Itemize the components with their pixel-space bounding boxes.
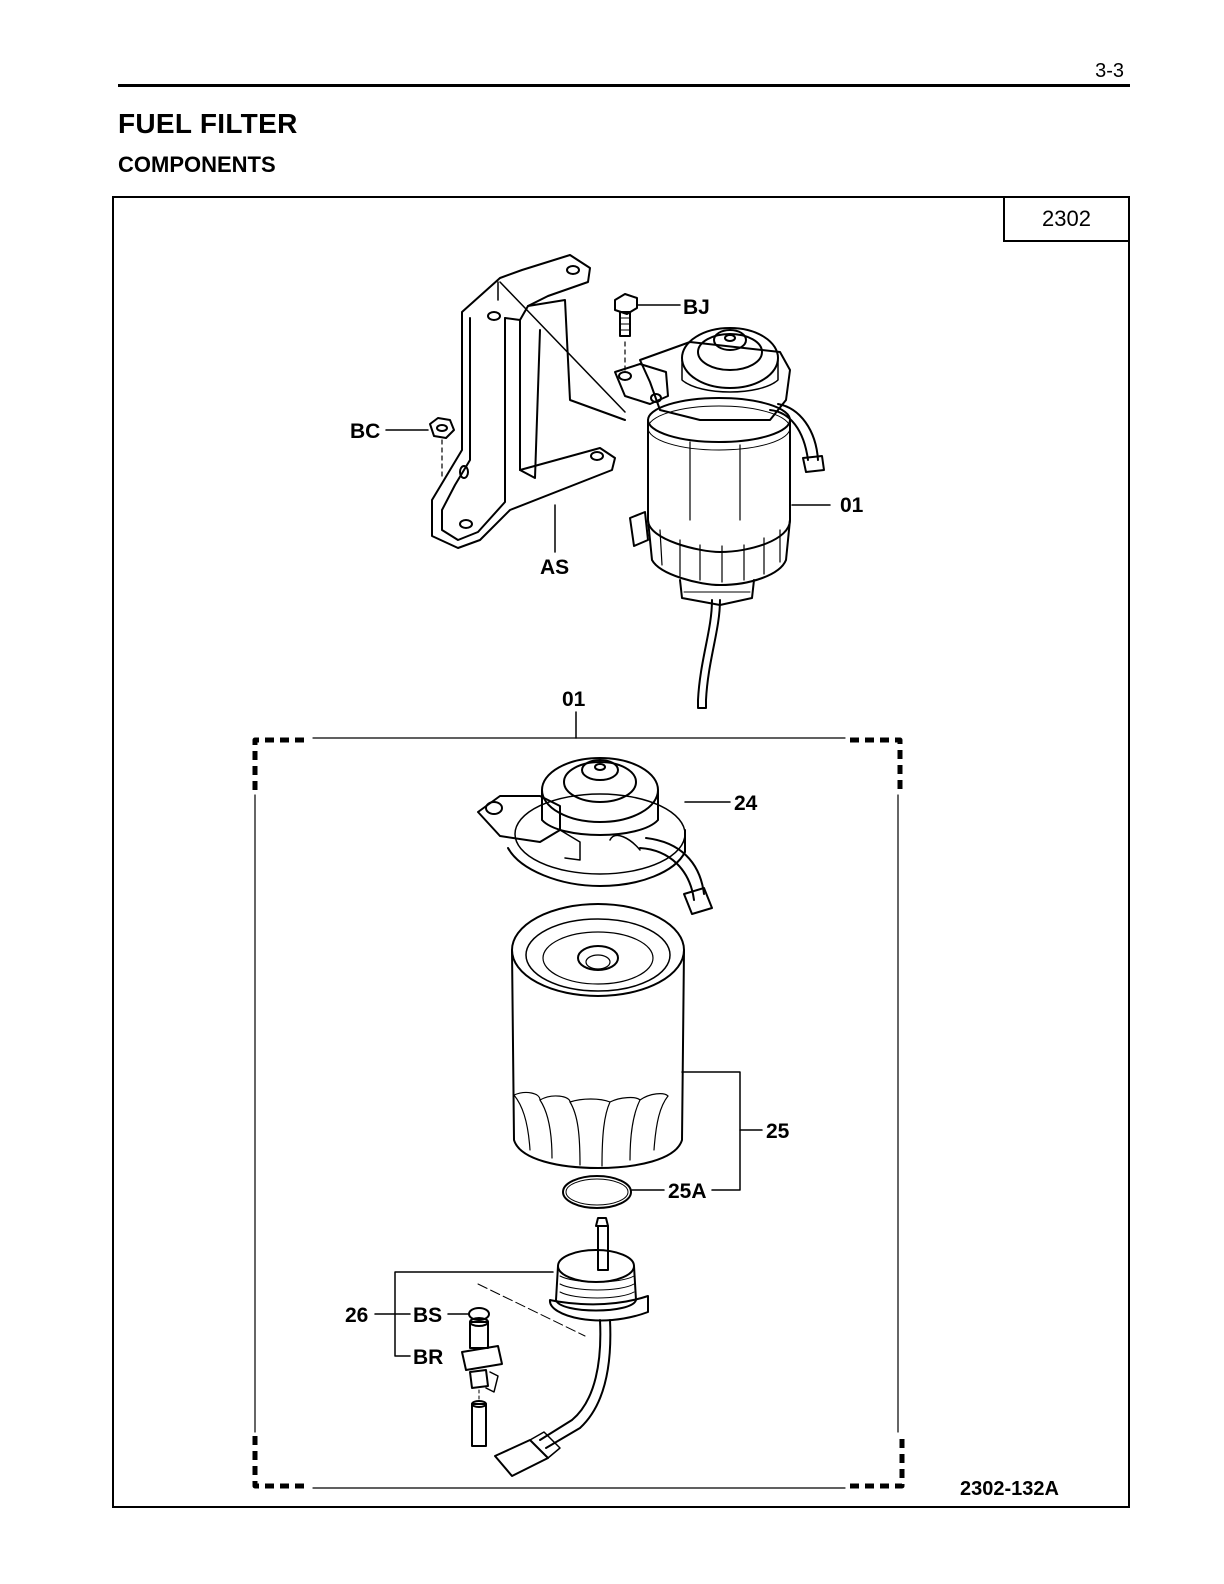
filter-head [478,758,730,914]
callout-bj: BJ [683,296,710,319]
bolt-bj [615,294,680,370]
figure-code: 2302-132A [960,1478,1059,1501]
callout-25a: 25A [668,1180,707,1203]
callout-01-main: 01 [840,494,864,517]
callout-01-group: 01 [562,688,586,711]
callout-bc: BC [350,420,380,443]
section-number-box: 2302 [1003,196,1130,242]
callout-26: 26 [345,1304,368,1327]
callout-br: BR [413,1346,443,1369]
mounting-bracket [432,255,625,548]
o-ring-25a [563,1176,664,1208]
filter-element [512,904,762,1190]
callout-bs: BS [413,1304,442,1327]
callout-25: 25 [766,1120,790,1143]
nut-bc [386,418,454,478]
filter-assembly [615,328,830,708]
callout-24: 24 [734,792,758,815]
callout-as: AS [540,556,569,579]
